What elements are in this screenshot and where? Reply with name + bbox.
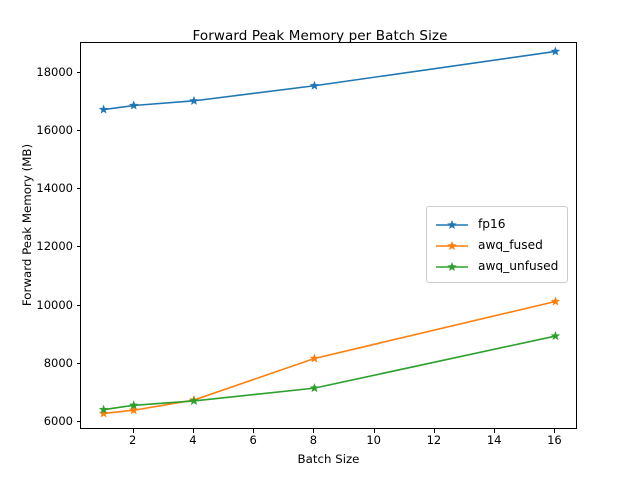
legend-swatch-icon <box>435 259 469 273</box>
x-tick-label: 14 <box>486 433 502 447</box>
legend-item-awq_unfused[interactable]: awq_unfused <box>435 255 558 276</box>
series-awq_unfused <box>98 331 561 414</box>
y-tick-label: 16000 <box>36 123 73 138</box>
y-tick-label: 12000 <box>36 239 73 254</box>
marker-awq_unfused <box>550 331 561 341</box>
x-tick-label: 4 <box>189 433 197 447</box>
series-awq_fused <box>98 296 561 418</box>
legend-item-fp16[interactable]: fp16 <box>435 213 558 234</box>
x-tick-mark <box>192 429 194 433</box>
x-tick-label: 10 <box>366 433 381 447</box>
marker-fp16 <box>189 95 199 105</box>
x-tick-mark <box>132 429 134 433</box>
y-tick-mark <box>76 188 80 190</box>
marker-awq_unfused <box>98 404 109 414</box>
x-tick-mark <box>313 429 315 433</box>
x-tick-mark <box>494 429 496 433</box>
x-tick-mark <box>433 429 435 433</box>
legend-label: awq_fused <box>478 237 543 252</box>
legend: fp16 awq_fused awq_unfused <box>426 206 569 283</box>
marker-awq_unfused <box>189 395 199 405</box>
marker-fp16 <box>550 46 561 56</box>
y-tick-label: 8000 <box>43 355 73 370</box>
legend-label: awq_unfused <box>478 258 559 273</box>
y-tick-mark <box>76 420 80 422</box>
y-tick-mark <box>76 362 80 364</box>
marker-fp16 <box>128 100 139 110</box>
x-tick-mark <box>253 429 255 433</box>
chart-title: Forward Peak Memory per Batch Size <box>192 28 448 44</box>
x-tick-label: 12 <box>426 433 442 447</box>
x-tick-label: 8 <box>309 433 318 447</box>
marker-fp16 <box>309 80 320 90</box>
marker-awq_fused <box>128 405 139 415</box>
x-tick-mark <box>373 429 375 433</box>
y-tick-mark <box>76 246 80 248</box>
marker-awq_unfused <box>309 383 320 393</box>
x-tick-label: 2 <box>129 433 137 447</box>
y-tick-label: 10000 <box>36 297 73 312</box>
y-tick-mark <box>76 130 80 132</box>
legend-item-awq_fused[interactable]: awq_fused <box>435 234 558 255</box>
x-axis-label: Batch Size <box>297 452 360 466</box>
line-awq_fused <box>103 300 556 415</box>
y-tick-label: 18000 <box>36 64 73 79</box>
y-tick-mark <box>76 304 80 306</box>
legend-swatch-icon <box>435 238 469 252</box>
y-tick-label: 6000 <box>43 413 73 428</box>
marker-awq_fused <box>550 296 561 306</box>
y-tick-mark <box>76 71 80 73</box>
y-axis-label: Forward Peak Memory (MB) <box>20 143 34 307</box>
line-fp16 <box>103 50 556 111</box>
y-tick-label: 14000 <box>36 181 73 196</box>
legend-swatch-icon <box>435 217 469 231</box>
x-tick-mark <box>554 429 556 433</box>
marker-fp16 <box>98 104 109 114</box>
line-awq_unfused <box>103 335 556 411</box>
series-lines <box>98 46 561 418</box>
x-tick-label: 16 <box>547 433 562 447</box>
x-tick-label: 6 <box>249 433 257 447</box>
marker-awq_fused <box>98 408 109 418</box>
marker-awq_fused <box>309 353 320 363</box>
marker-awq_unfused <box>128 400 139 410</box>
legend-label: fp16 <box>478 216 506 231</box>
series-fp16 <box>98 46 561 114</box>
